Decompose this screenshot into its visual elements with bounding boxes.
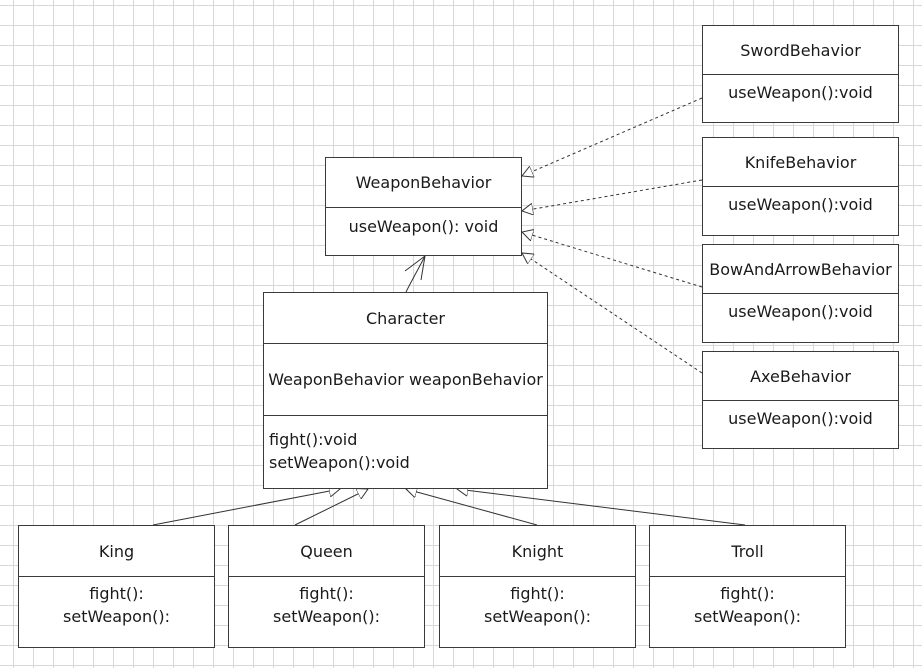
class-method: setWeapon(): — [484, 607, 591, 626]
king-class[interactable]: King fight(): setWeapon(): — [18, 525, 215, 648]
class-name: Troll — [731, 541, 764, 561]
realization-edge-knife — [522, 179, 703, 211]
class-methods-section: useWeapon():void — [703, 186, 898, 235]
class-attribute: WeaponBehavior weaponBehavior — [268, 370, 543, 389]
class-method: useWeapon():void — [728, 409, 873, 428]
class-method: setWeapon():void — [269, 453, 410, 472]
troll-class[interactable]: Troll fight(): setWeapon(): — [649, 525, 846, 648]
knight-class[interactable]: Knight fight(): setWeapon(): — [439, 525, 636, 648]
class-method: useWeapon(): void — [348, 217, 499, 236]
realization-edge-sword — [522, 97, 703, 176]
generalization-edge-troll — [457, 489, 746, 526]
class-methods-section: useWeapon():void — [703, 400, 898, 448]
realization-edge-axe — [522, 253, 703, 374]
class-method: fight(): — [299, 584, 354, 603]
queen-class[interactable]: Queen fight(): setWeapon(): — [228, 525, 425, 648]
class-name-section: WeaponBehavior — [326, 158, 521, 207]
class-method: fight():void — [269, 430, 358, 449]
class-name: AxeBehavior — [750, 366, 851, 386]
class-methods-section: useWeapon():void — [703, 293, 898, 342]
generalization-edge-king — [152, 489, 340, 526]
class-method: setWeapon(): — [63, 607, 170, 626]
class-name: King — [98, 541, 135, 561]
class-name-section: King — [19, 526, 214, 576]
class-method: fight(): — [720, 584, 775, 603]
character-class[interactable]: Character WeaponBehavior weaponBehavior … — [263, 292, 548, 489]
class-method: useWeapon():void — [728, 83, 873, 102]
class-method: setWeapon(): — [273, 607, 380, 626]
class-name-section: Queen — [229, 526, 424, 576]
class-name-section: Troll — [650, 526, 845, 576]
class-attributes-section: WeaponBehavior weaponBehavior — [264, 343, 547, 415]
class-method: setWeapon(): — [694, 607, 801, 626]
class-methods-section: fight(): setWeapon(): — [19, 576, 214, 647]
class-name: KnifeBehavior — [744, 152, 857, 172]
generalization-edge-knight — [406, 489, 538, 526]
class-methods-section: fight(): setWeapon(): — [650, 576, 845, 647]
class-name-section: Knight — [440, 526, 635, 576]
class-method: fight(): — [510, 584, 565, 603]
class-name-section: KnifeBehavior — [703, 138, 898, 186]
class-name: BowAndArrowBehavior — [709, 259, 892, 279]
class-methods-section: useWeapon(): void — [326, 207, 521, 255]
class-name-section: BowAndArrowBehavior — [703, 245, 898, 293]
class-name: Knight — [511, 541, 564, 561]
class-methods-section: fight(): setWeapon(): — [440, 576, 635, 647]
realization-edge-bow — [522, 232, 703, 288]
class-name: WeaponBehavior — [355, 173, 492, 192]
class-method: useWeapon():void — [728, 195, 873, 214]
bow-and-arrow-behavior-class[interactable]: BowAndArrowBehavior useWeapon():void — [702, 244, 899, 343]
class-methods-section: fight():void setWeapon():void — [264, 415, 547, 488]
class-name: SwordBehavior — [740, 40, 861, 60]
knife-behavior-class[interactable]: KnifeBehavior useWeapon():void — [702, 137, 899, 236]
class-name-section: SwordBehavior — [703, 26, 898, 74]
class-methods-section: fight(): setWeapon(): — [229, 576, 424, 647]
class-name: Character — [366, 308, 445, 328]
class-name: Queen — [300, 541, 353, 561]
class-name-section: Character — [264, 293, 547, 343]
association-edge — [405, 255, 426, 293]
class-method: fight(): — [89, 584, 144, 603]
axe-behavior-class[interactable]: AxeBehavior useWeapon():void — [702, 351, 899, 449]
class-method: useWeapon():void — [728, 302, 873, 321]
weapon-behavior-class[interactable]: WeaponBehavior useWeapon(): void — [325, 157, 522, 256]
sword-behavior-class[interactable]: SwordBehavior useWeapon():void — [702, 25, 899, 123]
generalization-edge-queen — [294, 489, 368, 526]
association-arrowhead — [404, 254, 426, 281]
class-name-section: AxeBehavior — [703, 352, 898, 400]
class-methods-section: useWeapon():void — [703, 74, 898, 122]
